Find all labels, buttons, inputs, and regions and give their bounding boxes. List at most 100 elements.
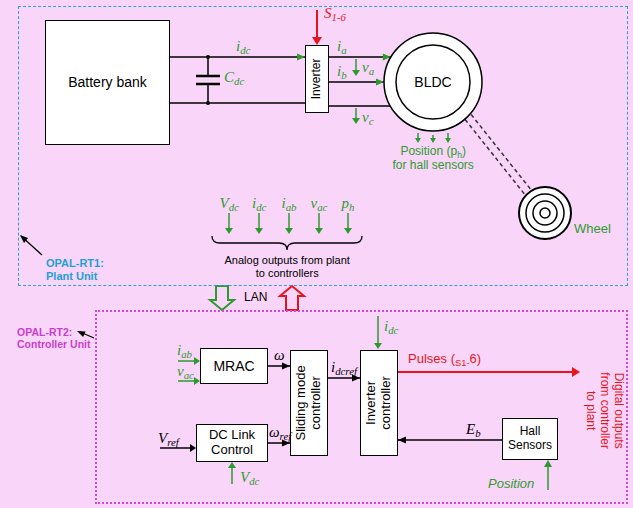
box-label: MRAC <box>213 358 254 374</box>
subscript: dc <box>234 75 244 87</box>
analog-output-arrow <box>318 213 320 228</box>
motor-inner-ring <box>396 45 470 119</box>
voltage-label: va <box>362 59 374 76</box>
subscript: h <box>457 150 462 160</box>
arrowhead <box>572 367 580 377</box>
subscript: dcref <box>335 365 357 377</box>
controller-box: MRAC <box>200 348 268 384</box>
motor-label: BLDC <box>414 74 451 90</box>
arrowhead <box>430 138 436 143</box>
box-label: Inverter controller <box>364 376 394 429</box>
subscript: a <box>341 44 346 56</box>
connector <box>329 54 391 61</box>
signal-label: idc <box>384 318 398 335</box>
arrowhead <box>445 138 451 143</box>
arrowhead <box>352 118 360 124</box>
subscript: ab <box>181 348 192 360</box>
current-label: ib <box>337 63 347 80</box>
subscript: b <box>341 69 346 81</box>
connector <box>329 106 390 107</box>
input-arrow <box>547 467 549 490</box>
signal-label: Position <box>488 477 534 492</box>
subscript: ref <box>280 430 292 442</box>
subscript: dc <box>256 201 266 213</box>
arrowhead <box>20 235 28 243</box>
wheel-rim <box>519 187 571 239</box>
sensor-position-note: Position (ph) for hall sensors <box>393 145 474 173</box>
subscript: dc <box>229 201 239 213</box>
subscript: ac <box>184 369 194 381</box>
box-label: Sliding mode controller <box>294 365 324 440</box>
signal-label: Eb <box>466 421 481 438</box>
analog-outputs-note: Analog outputs from plant to controllers <box>225 254 350 279</box>
connector <box>268 363 290 370</box>
subscript: dc <box>240 44 250 56</box>
signal-label: ω <box>274 347 285 364</box>
controller-region: OPAL-RT2: Controller UnitMRACDC Link Con… <box>95 310 628 504</box>
sensor-box: Hall Sensors <box>502 418 558 460</box>
input-arrow <box>178 360 194 362</box>
arrowhead <box>344 228 352 234</box>
sensor-lead <box>447 133 449 138</box>
lan-label: LAN <box>244 291 267 305</box>
subscript: 1-6 <box>332 11 346 23</box>
analog-output-arrow <box>228 213 230 228</box>
arrowhead <box>255 228 263 234</box>
controller-box: Inverter controller <box>360 350 398 456</box>
subscript: a <box>369 65 374 77</box>
arrowhead <box>285 228 293 234</box>
inverter-box: Inverter <box>305 45 329 113</box>
arrowhead <box>77 331 86 337</box>
capacitor-label: Cdc <box>224 69 244 86</box>
analog-output-arrow <box>258 213 260 228</box>
signal-label: iab <box>177 342 192 359</box>
signal-label: idcref <box>331 359 357 376</box>
arrowhead <box>374 343 382 349</box>
pulses-label: Pulses (S1-6) <box>408 352 481 367</box>
subscript: ab <box>286 201 297 213</box>
subscript: dc <box>249 475 259 487</box>
signal-label: vac <box>177 363 194 380</box>
controller-box: Sliding mode controller <box>290 350 328 456</box>
switch-signal-label: S1-6 <box>324 5 346 22</box>
wire <box>329 81 384 83</box>
arrowhead <box>225 228 233 234</box>
sensor-lead <box>417 133 419 138</box>
current-label: ia <box>337 38 347 55</box>
wheel-ring <box>526 194 564 232</box>
grouping-brace <box>212 236 362 250</box>
subscript: c <box>369 115 374 127</box>
pulse-output-arrow <box>398 371 572 373</box>
arrowhead <box>315 228 323 234</box>
subscript: S1- <box>455 358 470 368</box>
wire <box>398 439 502 441</box>
controller-box: DC Link Control <box>196 424 268 462</box>
leader-line <box>21 236 42 255</box>
battery-box: Battery bank <box>45 20 170 145</box>
signal-label: vac <box>311 195 328 212</box>
wheel-hub <box>540 208 550 218</box>
connector <box>398 437 502 444</box>
subscript: ac <box>317 201 327 213</box>
subscript: h <box>349 201 354 213</box>
connector <box>170 54 305 61</box>
block-arrow <box>210 286 234 310</box>
arrowhead <box>297 54 305 61</box>
subscript: dc <box>388 324 398 336</box>
box-label: Inverter <box>310 59 324 100</box>
voltage-tap <box>355 108 357 118</box>
wire <box>329 105 390 107</box>
connector <box>329 79 384 86</box>
connector <box>210 286 234 310</box>
capacitor-plate <box>196 75 220 78</box>
arrowhead <box>376 79 384 86</box>
plant-region: OPAL-RT1: Plant UnitBattery bankInverter… <box>18 6 628 286</box>
voltage-label: vc <box>362 109 373 126</box>
box-label: DC Link Control <box>209 428 255 458</box>
region-title: OPAL-RT2: Controller Unit <box>17 326 91 350</box>
signal-label: Vdc <box>220 195 239 212</box>
signal-label: ωref <box>269 424 291 441</box>
digital-outputs-note: Digital outputs from controller to plant <box>583 372 624 449</box>
wire <box>170 56 305 58</box>
analog-output-arrow <box>347 213 349 228</box>
